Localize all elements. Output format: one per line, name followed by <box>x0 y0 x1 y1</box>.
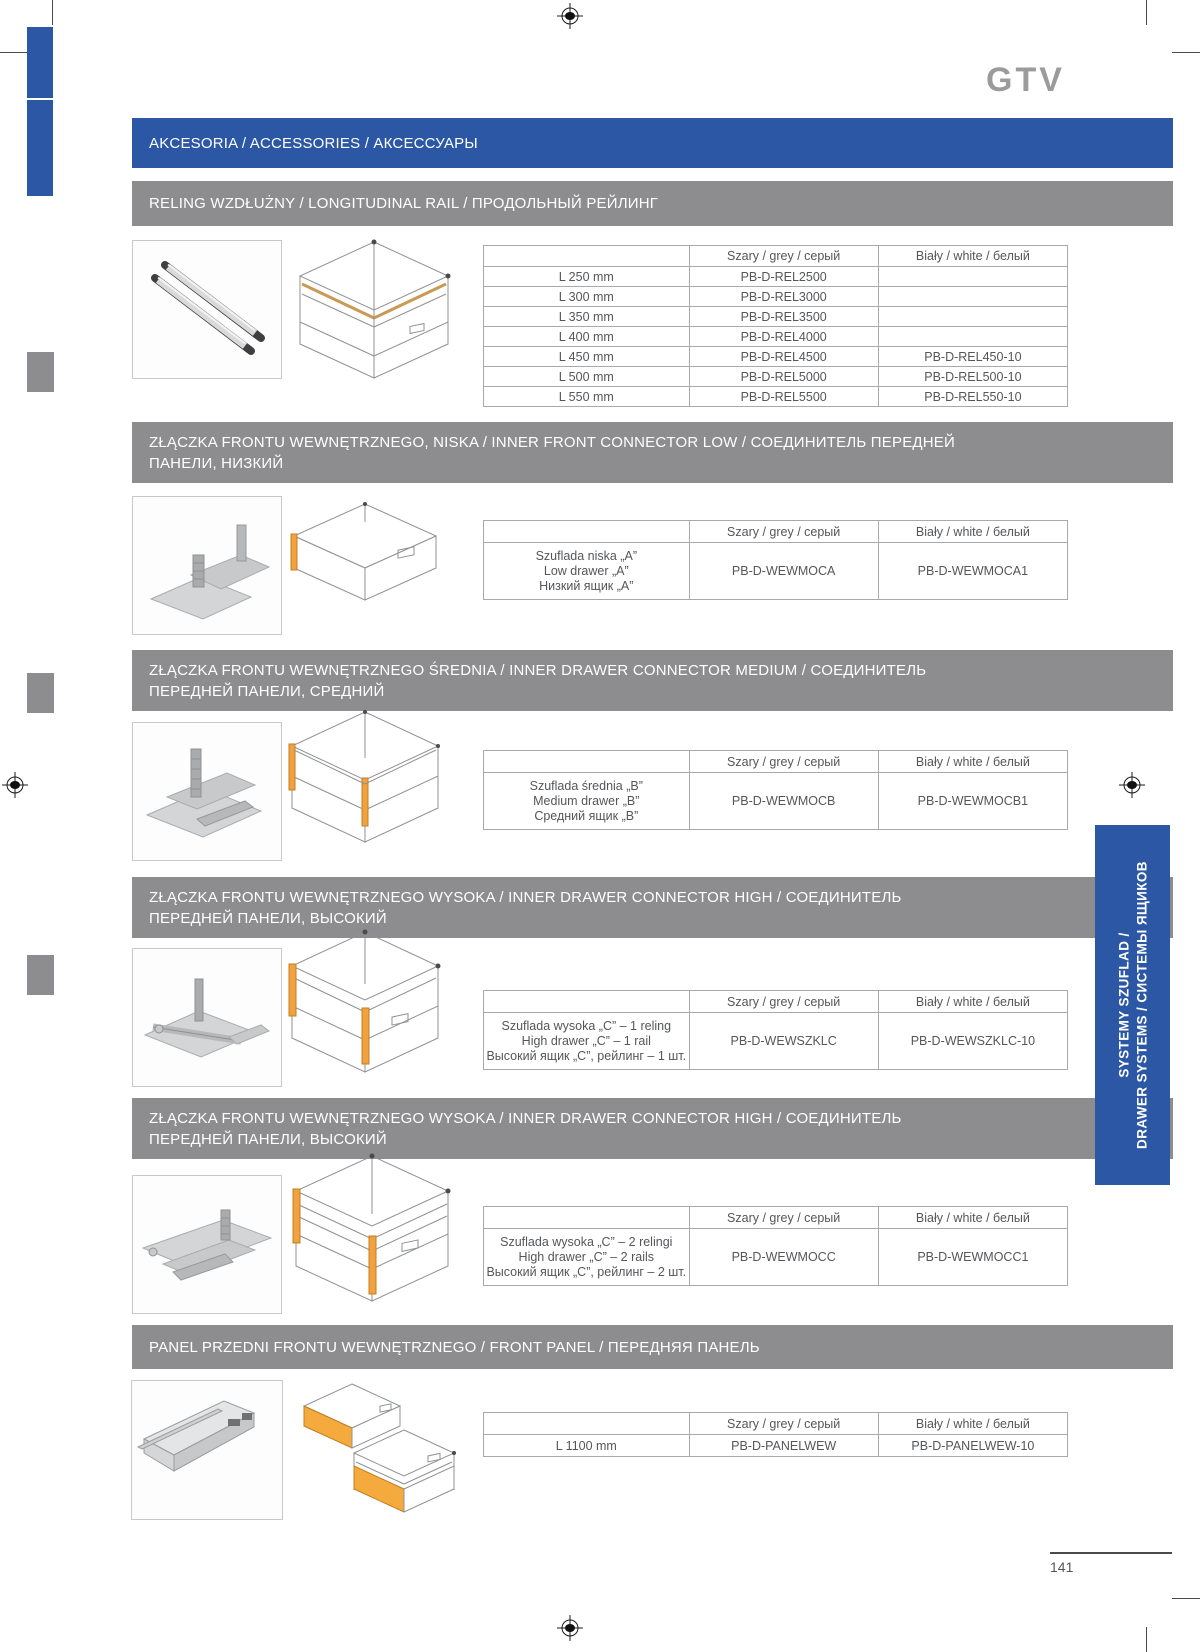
product-photo-connector-high-1 <box>132 948 282 1087</box>
edge-tab-gray <box>27 673 54 713</box>
col-header-grey: Szary / grey / серый <box>688 245 879 267</box>
registration-mark-icon <box>1119 772 1145 798</box>
chapter-side-tab: SYSTEMY SZUFLAD / DRAWER SYSTEMS / СИСТЕ… <box>1095 825 1170 1185</box>
section-header-connector-low: ZŁĄCZKA FRONTU WEWNĘTRZNEGO, NISKA / INN… <box>132 422 1173 483</box>
drawer-illustration-front-panel <box>302 1383 456 1513</box>
chapter-side-tab-line1: SYSTEMY SZUFLAD / <box>1116 932 1131 1078</box>
table-row: Szuflada wysoka „C” – 2 relingi High dra… <box>483 1228 1069 1286</box>
section-title: ПАНЕЛИ, НИЗКИЙ <box>149 454 284 472</box>
drawer-illustration-rails <box>298 239 451 379</box>
section-header-rail: RELING WZDŁUŻNY / LONGITUDINAL RAIL / ПР… <box>132 181 1173 226</box>
col-header-white: Biały / white / белый <box>877 245 1069 267</box>
crop-mark <box>0 52 28 53</box>
drawer-illustration-low <box>290 502 438 601</box>
col-header-white: Biały / white / белый <box>877 520 1069 543</box>
section-title: ZŁĄCZKA FRONTU WEWNĘTRZNEGO WYSOKA / INN… <box>149 888 902 906</box>
footer-rule <box>1050 1552 1172 1554</box>
section-header-connector-medium: ZŁĄCZKA FRONTU WEWNĘTRZNEGO ŚREDNIA / IN… <box>132 650 1173 711</box>
connector-medium-spec-table: Szary / grey / серый Biały / white / бел… <box>483 750 1069 830</box>
section-title: ПЕРЕДНЕЙ ПАНЕЛИ, ВЫСОКИЙ <box>149 1130 387 1148</box>
section-header-connector-high-2: ZŁĄCZKA FRONTU WEWNĘTRZNEGO WYSOKA / INN… <box>132 1098 1173 1159</box>
drawer-illustration-high-1rail <box>288 929 441 1073</box>
crop-mark <box>1146 0 1147 25</box>
section-header-connector-high-1: ZŁĄCZKA FRONTU WEWNĘTRZNEGO WYSOKA / INN… <box>132 877 1173 938</box>
col-header-grey: Szary / grey / серый <box>688 520 879 543</box>
table-header-row: Szary / grey / серый Biały / white / бел… <box>483 245 1069 267</box>
col-header-white: Biały / white / белый <box>877 1412 1069 1435</box>
crop-mark <box>1172 52 1200 53</box>
col-header-grey: Szary / grey / серый <box>688 1412 879 1435</box>
crop-mark <box>1146 1627 1147 1652</box>
connector-high2-spec-table: Szary / grey / серый Biały / white / бел… <box>483 1206 1069 1286</box>
rail-spec-table: Szary / grey / серый Biały / white / бел… <box>483 245 1069 407</box>
edge-tab-blue <box>27 27 53 98</box>
connector-photo-drawing <box>141 1209 273 1281</box>
col-header-white: Biały / white / белый <box>877 990 1069 1013</box>
product-photo-front-panel <box>131 1380 283 1520</box>
category-banner: AKCESORIA / ACCESSORIES / АКСЕССУАРЫ <box>132 118 1173 168</box>
table-row: Szuflada niska „A” Low drawer „A” Низкий… <box>483 542 1069 600</box>
page-number: 141 <box>1050 1559 1074 1575</box>
drawer-illustration-high-2rails <box>292 1153 451 1302</box>
edge-tab-gray <box>27 352 54 392</box>
product-photo-connector-medium <box>132 722 282 861</box>
front-panel-spec-table: Szary / grey / серый Biały / white / бел… <box>483 1412 1069 1457</box>
table-row: Szuflada wysoka „C” – 1 reling High draw… <box>483 1012 1069 1070</box>
connector-photo-drawing <box>149 524 271 620</box>
chapter-side-tab-line2: DRAWER SYSTEMS / СИСТЕМЫ ЯЩИКОВ <box>1134 861 1149 1149</box>
table-header-row: Szary / grey / серый Biały / white / бел… <box>483 1206 1069 1229</box>
section-title: ZŁĄCZKA FRONTU WEWNĘTRZNEGO, NISKA / INN… <box>149 433 955 451</box>
col-header-white: Biały / white / белый <box>877 1206 1069 1229</box>
section-title: ZŁĄCZKA FRONTU WEWNĘTRZNEGO ŚREDNIA / IN… <box>149 661 927 679</box>
brand-logo: GTV <box>986 61 1065 99</box>
connector-low-spec-table: Szary / grey / серый Biały / white / бел… <box>483 520 1069 600</box>
edge-tab-blue <box>27 100 53 196</box>
col-header-grey: Szary / grey / серый <box>688 1206 879 1229</box>
connector-photo-drawing <box>145 748 263 838</box>
table-row: L 1100 mm PB-D-PANELWEW PB-D-PANELWEW-10 <box>483 1434 1069 1457</box>
table-header-row: Szary / grey / серый Biały / white / бел… <box>483 990 1069 1013</box>
registration-mark-icon <box>2 772 28 798</box>
section-title: RELING WZDŁUŻNY / LONGITUDINAL RAIL / ПР… <box>149 195 659 212</box>
col-header-grey: Szary / grey / серый <box>688 990 879 1013</box>
section-title: PANEL PRZEDNI FRONTU WEWNĘTRZNEGO / FRON… <box>149 1338 760 1356</box>
rails-photo-drawing <box>151 261 265 355</box>
crop-mark <box>52 0 53 25</box>
registration-mark-icon <box>557 3 583 29</box>
section-title: ПЕРЕДНЕЙ ПАНЕЛИ, ВЫСОКИЙ <box>149 909 387 927</box>
table-header-row: Szary / grey / серый Biały / white / бел… <box>483 750 1069 773</box>
section-header-front-panel: PANEL PRZEDNI FRONTU WEWNĘTRZNEGO / FRON… <box>132 1325 1173 1369</box>
drawer-illustration-medium <box>288 710 440 843</box>
connector-high1-spec-table: Szary / grey / серый Biały / white / бел… <box>483 990 1069 1070</box>
category-banner-label: AKCESORIA / ACCESSORIES / АКСЕССУАРЫ <box>149 134 478 152</box>
col-header-grey: Szary / grey / серый <box>688 750 879 773</box>
crop-mark <box>1172 1598 1200 1599</box>
product-photo-connector-low <box>132 496 282 635</box>
section-title: ZŁĄCZKA FRONTU WEWNĘTRZNEGO WYSOKA / INN… <box>149 1109 902 1127</box>
connector-photo-drawing <box>143 978 271 1058</box>
table-header-row: Szary / grey / серый Biały / white / бел… <box>483 1412 1069 1435</box>
product-photo-rails <box>132 240 282 379</box>
registration-mark-icon <box>557 1615 583 1641</box>
col-header-white: Biały / white / белый <box>877 750 1069 773</box>
table-row: Szuflada średnia „B” Medium drawer „B” С… <box>483 772 1069 830</box>
section-title: ПЕРЕДНЕЙ ПАНЕЛИ, СРЕДНИЙ <box>149 682 385 700</box>
product-photo-connector-high-2 <box>132 1175 282 1314</box>
edge-tab-gray <box>27 955 54 995</box>
panel-photo-drawing <box>136 1400 256 1472</box>
table-header-row: Szary / grey / серый Biały / white / бел… <box>483 520 1069 543</box>
